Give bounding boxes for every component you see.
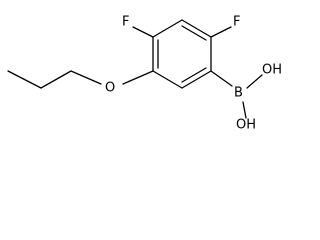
- ring-bond-c4-c5: [152, 70, 183, 89]
- bond-c5-o: [122, 70, 154, 85]
- bond-o-ch2: [70, 70, 102, 85]
- chemical-structure-drawing: F F O B OH OH: [7, 15, 282, 133]
- bond-b-oh-top: [246, 74, 263, 89]
- bond-c3-b: [210, 70, 233, 87]
- atom-label-f-right: F: [233, 15, 240, 30]
- bond-b-oh-bottom: [242, 101, 247, 119]
- atom-label-oh-top: OH: [262, 63, 282, 78]
- atom-label-f-left: F: [122, 15, 129, 30]
- atom-label-oh-bottom: OH: [236, 118, 256, 133]
- bond-ch2-ch3: [7, 70, 42, 89]
- atom-label-boron: B: [234, 86, 243, 101]
- bond-c2-f-right: [210, 26, 232, 38]
- bond-ch2-ch2: [40, 70, 72, 89]
- atom-label-o-ether: O: [105, 81, 115, 96]
- ring-bond-c6-c1: [152, 19, 183, 38]
- ring-bond-c3-c4: [181, 70, 212, 89]
- bond-c6-f-left: [132, 26, 154, 38]
- structure-canvas: F F O B OH OH: [7, 15, 282, 133]
- ring-bond-c1-c2: [181, 19, 212, 38]
- ring-double-bond-c1-c2: [181, 25, 207, 41]
- benzene-ring: [152, 19, 212, 89]
- ring-double-bond-c3-c4: [181, 67, 207, 83]
